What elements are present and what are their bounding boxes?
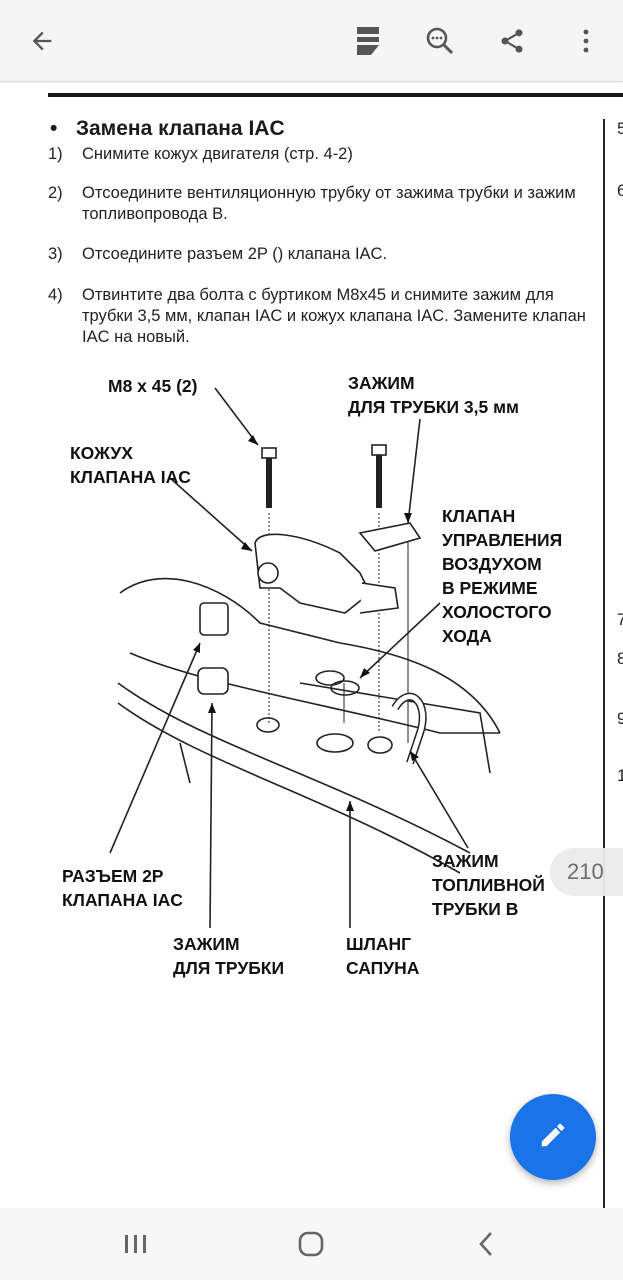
- right-column-number: 9: [617, 709, 623, 728]
- reading-mode-icon[interactable]: [348, 21, 388, 61]
- step-number: 3): [48, 245, 63, 263]
- system-nav-bar: [0, 1208, 623, 1280]
- section-title-text: Замена клапана IAC: [75, 117, 285, 140]
- app-bar: [0, 0, 623, 82]
- share-icon[interactable]: [492, 21, 532, 61]
- document-page[interactable]: 5 6 7 8 9 1 • Замена клапана IAC 1) Сними…: [0, 83, 623, 1208]
- label-line: В РЕЖИМЕ: [442, 578, 538, 598]
- label-line: ХОЛОСТОГО: [442, 602, 552, 622]
- edit-button[interactable]: [510, 1094, 596, 1180]
- home-icon[interactable]: [289, 1224, 333, 1264]
- label-fuel-clamp: ЗАЖИМ ТОПЛИВНОЙ ТРУБКИ B: [432, 849, 545, 921]
- label-line: ВОЗДУХОМ: [442, 554, 542, 574]
- label-line: ТОПЛИВНОЙ: [432, 875, 545, 895]
- label-line: ЗАЖИМ: [348, 373, 415, 393]
- right-column-number: 6: [617, 181, 623, 200]
- right-column-number: 5: [617, 119, 623, 138]
- label-line: КЛАПАНА IAC: [62, 890, 183, 910]
- step-number: 4): [48, 286, 63, 304]
- label-line: САПУНА: [346, 958, 420, 978]
- label-breather-hose: ШЛАНГ САПУНА: [346, 932, 419, 980]
- column-divider: [603, 119, 605, 1208]
- label-line: РАЗЪЕМ 2P: [62, 866, 164, 886]
- label-line: ХОДА: [442, 626, 492, 646]
- step-text: Снимите кожух двигателя (стр. 4-2): [82, 145, 353, 163]
- right-column-number: 1: [617, 766, 623, 785]
- right-column-number: 8: [617, 649, 623, 668]
- label-line: ШЛАНГ: [346, 934, 412, 954]
- label-clamp-35: ЗАЖИМ ДЛЯ ТРУБКИ 3,5 мм: [348, 371, 519, 419]
- label-line: ТРУБКИ B: [432, 899, 519, 919]
- more-icon[interactable]: [566, 21, 606, 61]
- label-line: ЗАЖИМ: [432, 851, 499, 871]
- edit-icon: [538, 1120, 568, 1155]
- header-rule: [48, 93, 623, 97]
- step-number: 2): [48, 184, 63, 202]
- page-number-indicator: 210: [550, 848, 623, 896]
- back-nav-icon[interactable]: [464, 1224, 508, 1264]
- iac-valve-diagram: [109, 387, 501, 929]
- step-text: Отвинтите два болта с буртиком M8x45 и с…: [82, 286, 586, 346]
- label-line: ДЛЯ ТРУБКИ 3,5 мм: [348, 397, 519, 417]
- label-line: КОЖУХ: [70, 443, 133, 463]
- label-valve: КЛАПАН УПРАВЛЕНИЯ ВОЗДУХОМ В РЕЖИМЕ ХОЛОСТОГ…: [442, 504, 562, 648]
- label-line: ДЛЯ ТРУБКИ: [173, 958, 285, 978]
- label-line: КЛАПАН: [442, 506, 516, 526]
- back-icon[interactable]: [22, 21, 62, 61]
- label-cover: КОЖУХ КЛАПАНА IAC: [70, 441, 191, 489]
- label-line: ЗАЖИМ: [173, 934, 240, 954]
- recent-apps-icon[interactable]: [114, 1224, 158, 1264]
- label-line: УПРАВЛЕНИЯ: [442, 530, 563, 550]
- search-icon[interactable]: [420, 21, 460, 61]
- label-line: КЛАПАНА IAC: [70, 467, 191, 487]
- label-connector: РАЗЪЕМ 2P КЛАПАНА IAC: [62, 864, 183, 912]
- step-number: 1): [48, 145, 63, 163]
- step-text: Отсоедините вентиляционную трубку от заж…: [82, 184, 576, 223]
- step-text: Отсоедините разъем 2P () клапана IAC.: [82, 245, 388, 263]
- section-title: • Замена клапана IAC: [50, 117, 285, 140]
- label-bolt: M8 x 45 (2): [108, 376, 198, 396]
- label-tube-clamp: ЗАЖИМ ДЛЯ ТРУБКИ: [173, 932, 284, 980]
- right-column-number: 7: [617, 610, 623, 629]
